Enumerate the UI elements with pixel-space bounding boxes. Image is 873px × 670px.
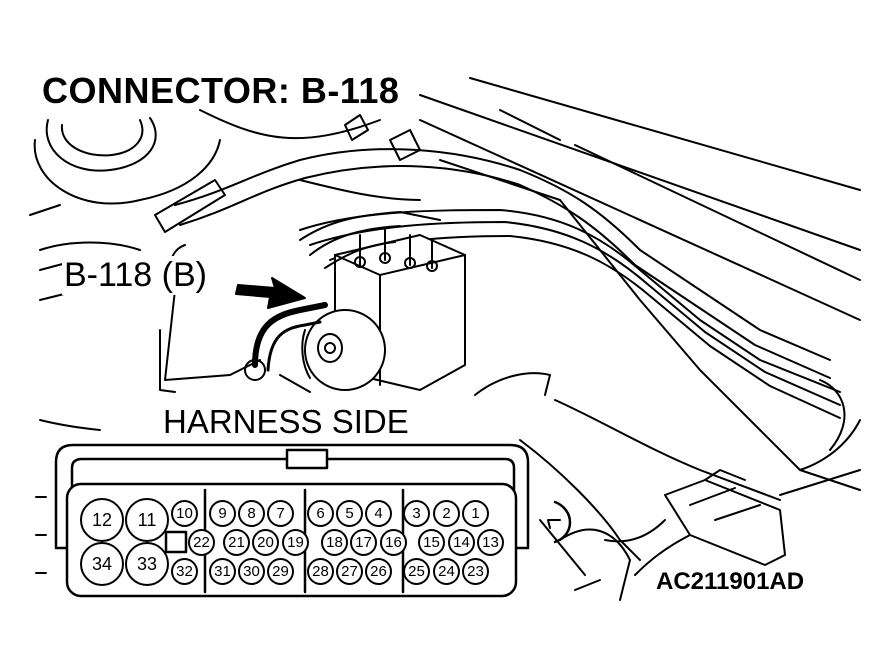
- connector-pin: 19: [282, 529, 309, 556]
- connector-pin: 6: [307, 500, 334, 527]
- connector-pin: 10: [171, 500, 198, 527]
- lower-structure: [474, 372, 861, 601]
- harness-wire: [244, 302, 328, 393]
- connector-pin: 23: [462, 558, 489, 585]
- connector-pin: 32: [171, 558, 198, 585]
- connector-pin: 16: [380, 529, 407, 556]
- connector-pin: 18: [321, 529, 348, 556]
- connector-pin: 33: [125, 542, 169, 586]
- connector-pin: 25: [403, 558, 430, 585]
- connector-pin: 7: [267, 500, 294, 527]
- connector-pin: 20: [252, 529, 279, 556]
- connector-pin: 4: [365, 500, 392, 527]
- harness-side-label: HARNESS SIDE: [160, 403, 412, 441]
- connector-pin: 17: [350, 529, 377, 556]
- connector-pin: 14: [448, 529, 475, 556]
- connector-pin: 3: [403, 500, 430, 527]
- connector-pin: 34: [80, 542, 124, 586]
- connector-pin: 24: [433, 558, 460, 585]
- connector-pin: 15: [418, 529, 445, 556]
- strut-tower: [29, 117, 221, 216]
- connector-title: CONNECTOR: B-118: [42, 70, 400, 111]
- abs-hydraulic-unit: [299, 211, 466, 391]
- connector-pin: 12: [80, 498, 124, 542]
- connector-pin: 21: [223, 529, 250, 556]
- connector-pin: 2: [433, 500, 460, 527]
- connector-pin: 26: [365, 558, 392, 585]
- connector-pin: 11: [125, 498, 169, 542]
- connector-pin: 29: [267, 558, 294, 585]
- connector-pin: 22: [188, 529, 215, 556]
- connector-key-mark: [553, 500, 572, 544]
- connector-callout-label: B-118 (B): [62, 256, 209, 295]
- sensor-connector: [604, 469, 786, 576]
- connector-pin: 27: [336, 558, 363, 585]
- connector-pin: 5: [336, 500, 363, 527]
- connector-pin: 31: [209, 558, 236, 585]
- connector-pin: 1: [462, 500, 489, 527]
- connector-pin: 13: [477, 529, 504, 556]
- connector-pin: 8: [238, 500, 265, 527]
- figure-code: AC211901AD: [656, 568, 805, 595]
- edge-ticks: [35, 496, 47, 574]
- connector-pin: 30: [238, 558, 265, 585]
- callout-arrow: [235, 277, 306, 309]
- connector-pin: 9: [209, 500, 236, 527]
- connector-pin: 28: [307, 558, 334, 585]
